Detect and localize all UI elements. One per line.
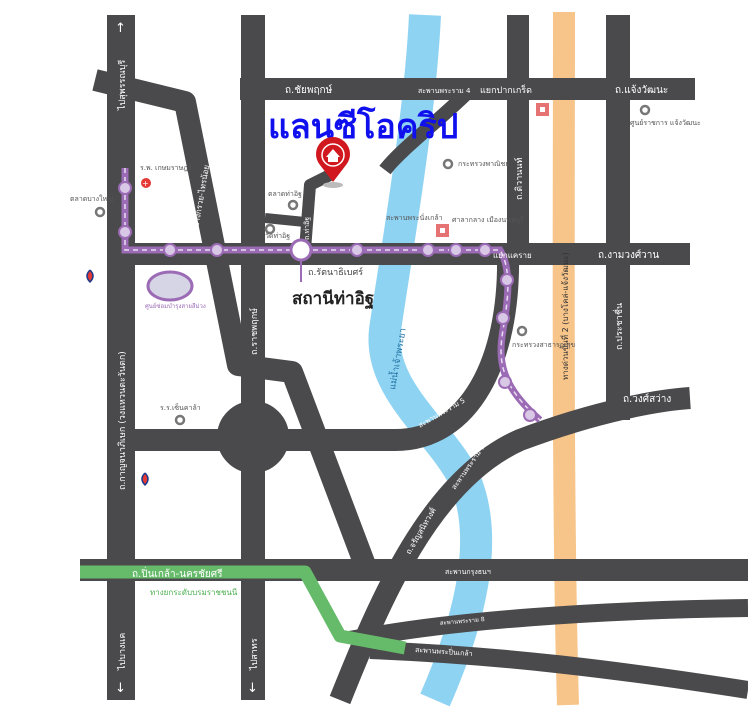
chao-phraya-river — [368, 14, 493, 707]
station-dot — [163, 243, 177, 257]
place-label: วัดท่าอิฐ — [265, 232, 290, 240]
road-label: ถ.แจ้งวัฒนะ — [615, 84, 668, 96]
place-label: กระทรวงสาธารณสุข — [512, 341, 575, 349]
purple-line — [118, 168, 543, 423]
arrow-down-icon: ↓ — [115, 681, 126, 696]
station-dot — [118, 181, 132, 195]
road-label: ถ.ชัยพฤกษ์ — [285, 84, 333, 96]
home-pin-icon[interactable] — [316, 137, 350, 188]
road-label: สะพานพระราม 4 — [418, 87, 471, 95]
temple-icon — [436, 224, 449, 237]
road-label: แยกแคราย — [493, 251, 532, 260]
station-dot — [498, 375, 512, 389]
station-dot — [496, 311, 510, 325]
poi-circle-icon — [287, 199, 299, 211]
place-label: สะพานพระนั่งเกล้า — [386, 213, 443, 222]
station-dot — [210, 243, 224, 257]
road-label: ไปสาทร — [249, 638, 260, 671]
place-label: ศูนย์ราชการ แจ้งวัฒนะ — [630, 119, 701, 127]
road-label: ถ.วงศ์สว่าง — [623, 393, 671, 405]
poi-circle-icon — [94, 206, 106, 218]
arrow-down-icon: ↓ — [247, 681, 258, 696]
poi-circle-icon — [264, 223, 276, 235]
place-label: กระทรวงพาณิชย์ — [458, 160, 509, 168]
poi-circle-icon — [639, 104, 651, 116]
place-label: ร.พ. เกษมราษฎร์ — [140, 164, 192, 172]
road-label: ถ.ปิ่นเกล้า-นครชัยศรี — [132, 566, 223, 580]
poi-circle-icon — [516, 325, 528, 337]
station-dot — [449, 243, 463, 257]
road-label: ถ.ราชพฤกษ์ — [248, 308, 260, 355]
station-dot — [478, 243, 492, 257]
road-label: ถ.งามวงศ์วาน — [598, 249, 659, 261]
road-network — [80, 15, 748, 705]
arrow-up-icon: ↑ — [115, 21, 126, 36]
road-label: ทางด่วนขั้นที่ 2 (บางโคล่-แจ้งวัฒนะ) — [559, 252, 570, 380]
tha-it-station-dot[interactable] — [289, 238, 313, 262]
station-dot — [118, 225, 132, 239]
road-label: ทางยกระดับบรมราชชนนี — [150, 588, 238, 597]
road-label: ถ.ท่าอิฐ — [303, 217, 311, 240]
svg-text:+: + — [142, 179, 149, 188]
poi-circle-icon — [174, 414, 186, 426]
road-label: สะพานพระปิ่นเกล้า — [415, 645, 473, 658]
place-label: ศูนย์ซ่อมบำรุงสายสีม่วง — [145, 302, 206, 310]
station-dot — [421, 243, 435, 257]
place-label: ร.ร.เซ็นคาล้า — [160, 403, 201, 412]
place-label: ตลาดท่าอิฐ — [268, 190, 302, 198]
road-label: ไปบางแค — [117, 633, 128, 671]
station-dot — [350, 243, 364, 257]
road-label: สะพานกรุงธนฯ — [445, 568, 491, 576]
gas-station-icon — [141, 472, 149, 487]
station-name: สถานีท่าอิฐ — [292, 288, 374, 310]
road-label: ถ.ติวานนท์ — [513, 157, 525, 200]
roundabout — [217, 401, 289, 473]
poi-circle-icon — [442, 158, 454, 170]
place-label: ตลาดบางใหญ่ — [70, 194, 113, 203]
depot-icon — [146, 270, 194, 302]
station-dot — [500, 273, 514, 287]
gas-station-icon — [86, 269, 94, 284]
project-title: แลนซีโอคริป — [268, 106, 458, 147]
road-label: สะพานพระราม 8 — [440, 616, 486, 627]
temple-icon — [536, 103, 549, 116]
station-dot — [523, 408, 537, 422]
road-label: ไปสุพรรณบุรี — [117, 60, 128, 111]
hospital-icon: + — [141, 178, 151, 188]
place-label: ศาลากลาง เมืองนนทบุรี — [452, 216, 524, 224]
green-road — [80, 565, 407, 655]
road-label: ถ.ประชาชื่น — [612, 303, 625, 350]
road-label: ถ.กาญจนาภิเษก (วงแหวนตะวันตก) — [117, 351, 128, 490]
road-label: แยกปากเกร็ด — [480, 83, 532, 96]
station-road-label: ถ.รัตนาธิเบศร์ — [308, 266, 363, 278]
